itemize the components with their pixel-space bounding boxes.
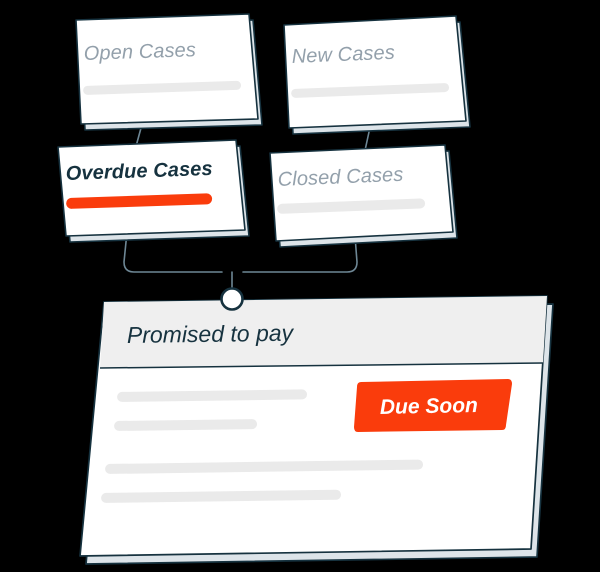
due-soon-badge[interactable]: Due Soon [354,379,512,432]
junction-node-circle [220,287,244,311]
card-open-cases-label: Open Cases [83,39,196,65]
panel-skeleton-row [117,389,308,402]
panel-promised-to-pay[interactable]: Promised to pay Due Soon [79,295,554,565]
card-open-cases-face [75,13,259,125]
card-new-cases-label: New Cases [291,42,395,68]
card-new-cases-bar [291,83,450,98]
panel-title: Promised to pay [127,320,295,348]
connector-overdue-to-junction [123,231,223,273]
card-new-cases[interactable]: New Cases [283,15,471,135]
card-overdue-cases-bar [66,193,213,209]
panel-skeleton-row [105,459,424,474]
card-open-cases[interactable]: Open Cases [75,13,263,131]
card-closed-cases[interactable]: Closed Cases [269,144,458,248]
panel-header-divider [99,362,544,369]
card-overdue-cases-label: Overdue Cases [65,158,213,185]
connector-closed-to-junction [242,235,358,273]
due-soon-badge-shape [354,379,512,432]
card-open-cases-bar [83,80,242,95]
card-closed-cases-label: Closed Cases [277,164,404,191]
due-soon-badge-label: Due Soon [380,394,478,419]
junction-node[interactable] [220,287,244,311]
card-closed-cases-face [269,144,454,242]
panel-header [100,296,547,368]
panel-skeleton-row [101,489,342,503]
card-overdue-cases[interactable]: Overdue Cases [57,139,250,243]
card-overdue-cases-face [57,139,246,237]
card-closed-cases-bar [277,198,426,214]
card-new-cases-face [283,15,467,129]
panel-skeleton-row [114,419,258,431]
